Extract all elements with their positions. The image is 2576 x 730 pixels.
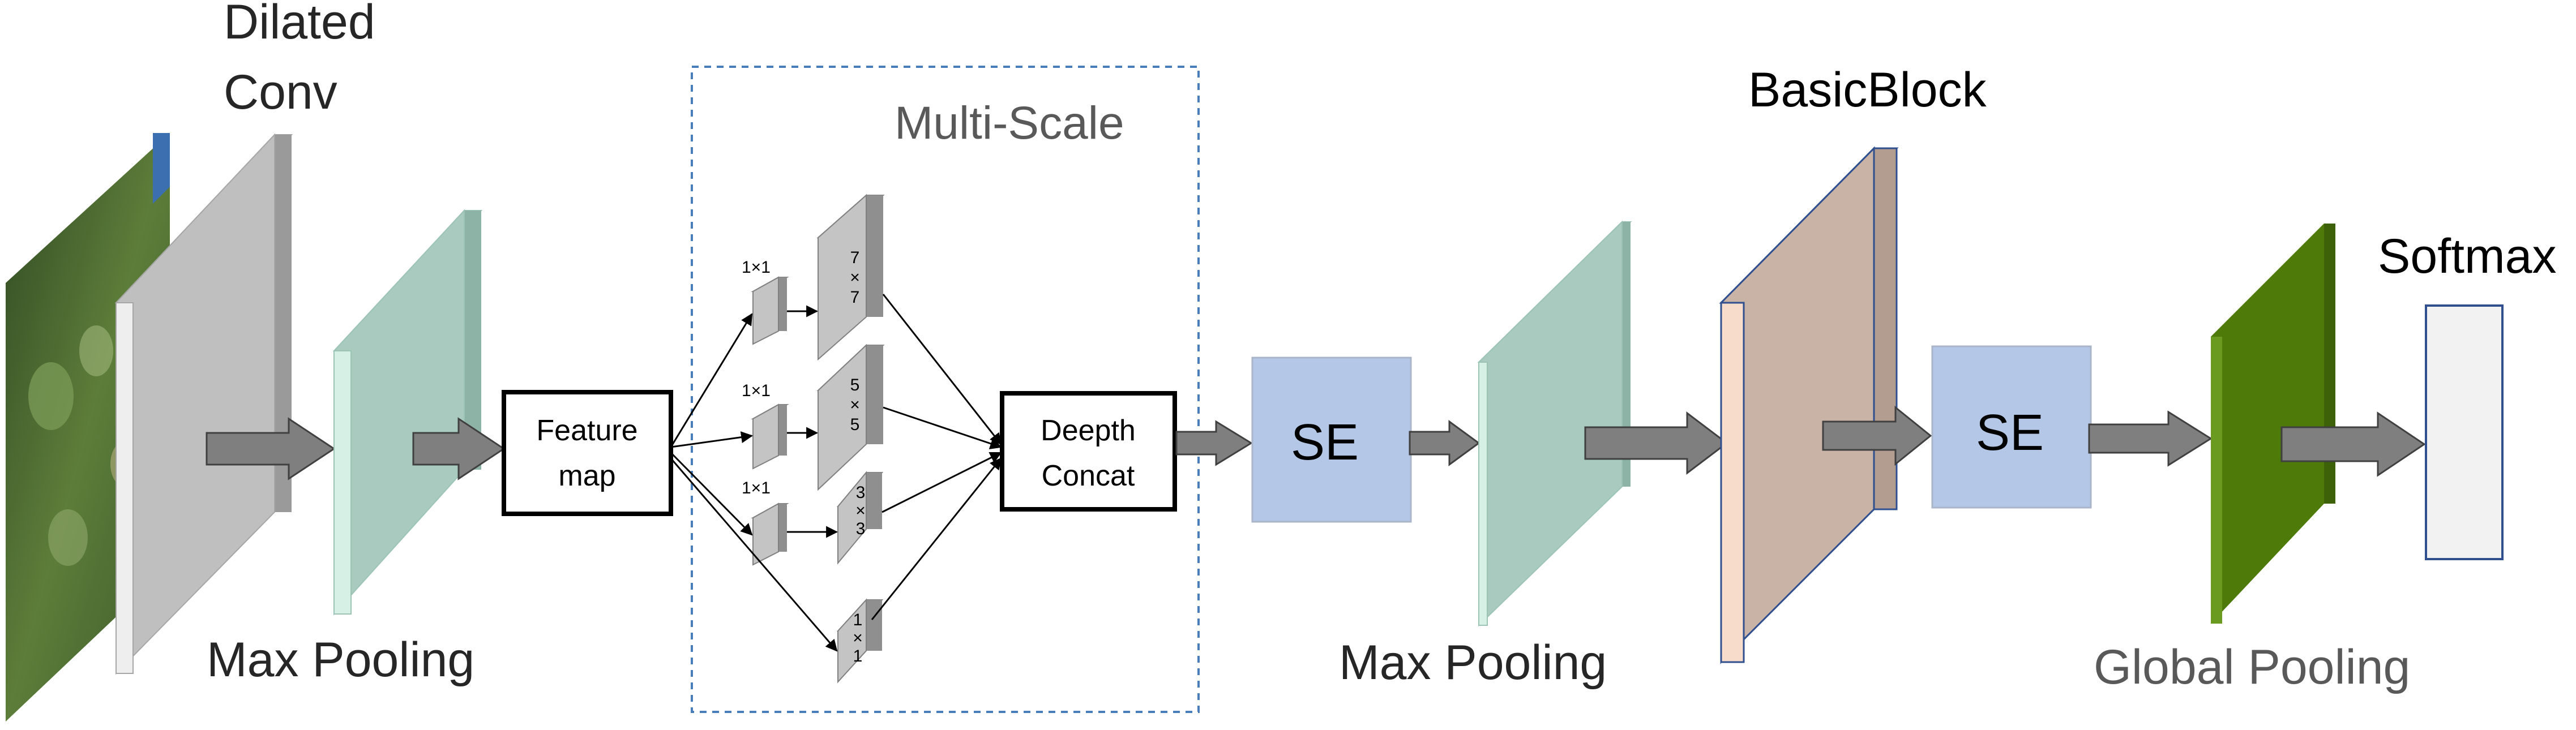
kernel-block-5x5 bbox=[816, 343, 885, 491]
small-kernel-label-3: 1×1 bbox=[742, 479, 771, 497]
kernel-7x7-label-a: 7 bbox=[850, 248, 860, 267]
arrow-basicblock-to-se bbox=[1822, 405, 1932, 466]
small-kernel-label-2: 1×1 bbox=[742, 381, 771, 400]
feature-map-label-1: Feature bbox=[536, 414, 637, 447]
dilated-conv-label-2: Conv bbox=[224, 65, 337, 119]
basic-block-label: BasicBlock bbox=[1748, 63, 1987, 117]
kernel-1x1-label-b: × bbox=[853, 629, 863, 647]
global-pooling-block bbox=[2211, 224, 2335, 624]
dilated-conv-block bbox=[114, 133, 293, 675]
kernel-7x7-label-c: 7 bbox=[850, 288, 860, 307]
deepth-concat-label-2: Concat bbox=[1042, 460, 1135, 492]
feature-map-label-2: map bbox=[558, 460, 615, 492]
kernel-block-3x3 bbox=[836, 471, 884, 565]
softmax-block bbox=[2425, 304, 2504, 560]
kernel-5x5-label-a: 5 bbox=[850, 376, 860, 394]
kernel-block-1x1 bbox=[836, 598, 884, 684]
dilated-conv-label-1: Dilated bbox=[224, 0, 375, 49]
max-pooling-label-2: Max Pooling bbox=[1339, 635, 1607, 690]
small-kernel-block-2 bbox=[751, 403, 789, 470]
arrow-concat-to-se bbox=[1175, 420, 1253, 466]
deepth-concat-box bbox=[1000, 391, 1177, 512]
small-kernel-block-3 bbox=[751, 503, 789, 566]
max-pooling-block-1 bbox=[332, 209, 483, 616]
se-block-1 bbox=[1251, 357, 1412, 523]
small-kernel-block-1 bbox=[751, 276, 789, 345]
multi-scale-region bbox=[691, 66, 1200, 713]
kernel-5x5-label-b: × bbox=[850, 396, 860, 414]
arrow-se-to-pool bbox=[1409, 420, 1480, 466]
multi-scale-connections bbox=[670, 294, 1002, 652]
max-pooling-block-2 bbox=[1477, 220, 1632, 627]
kernel-3x3-label-b: × bbox=[855, 501, 866, 520]
se-label-2: SE bbox=[1976, 405, 2044, 461]
arrow-se-to-globalpool bbox=[2088, 410, 2213, 467]
kernel-3x3-label-c: 3 bbox=[856, 519, 866, 538]
feature-map-box bbox=[502, 390, 673, 516]
kernel-7x7-label-b: × bbox=[850, 268, 860, 287]
se-block-2 bbox=[1931, 345, 2092, 509]
basic-block bbox=[1719, 146, 1899, 664]
kernel-1x1-label-a: 1 bbox=[853, 611, 863, 629]
kernel-1x1-label-c: 1 bbox=[853, 647, 863, 665]
deepth-concat-label-1: Deepth bbox=[1041, 414, 1136, 447]
max-pooling-label-1: Max Pooling bbox=[207, 633, 474, 687]
kernel-3x3-label-a: 3 bbox=[856, 483, 866, 502]
se-label-1: SE bbox=[1291, 414, 1359, 471]
arrow-globalpool-to-softmax bbox=[2280, 411, 2426, 477]
kernel-5x5-label-c: 5 bbox=[850, 415, 860, 434]
arrow-conv-to-pool bbox=[206, 417, 336, 480]
multi-scale-label: Multi-Scale bbox=[895, 97, 1124, 149]
softmax-label: Softmax bbox=[2378, 229, 2556, 284]
arrow-pool-to-feature bbox=[412, 417, 506, 480]
small-kernel-label-1: 1×1 bbox=[742, 258, 771, 277]
arrow-pool-to-basicblock bbox=[1584, 411, 1728, 475]
global-pooling-label: Global Pooling bbox=[2094, 640, 2410, 694]
kernel-block-7x7 bbox=[816, 194, 885, 361]
